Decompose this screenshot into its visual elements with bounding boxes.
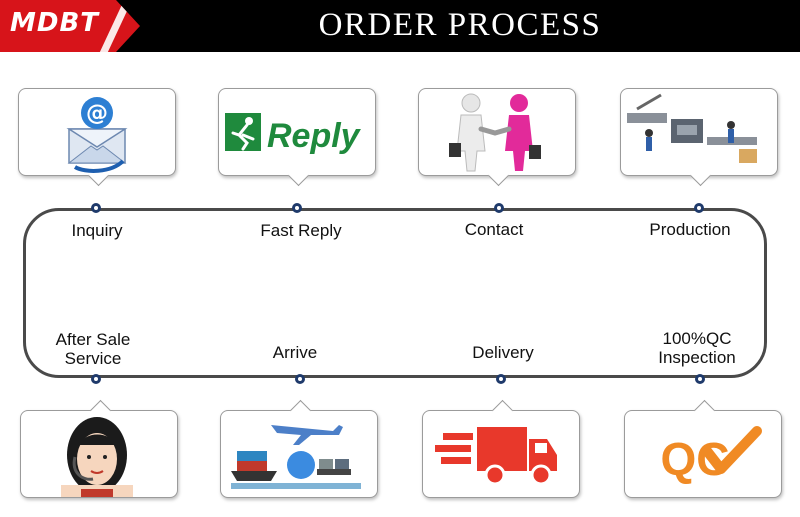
delivery-truck-icon xyxy=(423,411,579,497)
card-after-sale xyxy=(20,410,178,498)
step-label-qc: 100%QC Inspection xyxy=(622,329,772,367)
step-dot-contact xyxy=(494,203,504,213)
logo-text: MDBT xyxy=(10,8,99,38)
card-production xyxy=(620,88,778,176)
cargo-ship-plane-icon xyxy=(221,411,377,497)
brand-logo: MDBT xyxy=(0,0,140,52)
step-label-after-sale: After Sale Service xyxy=(18,330,168,368)
logo-stripe xyxy=(100,0,132,52)
step-dot-inquiry xyxy=(91,203,101,213)
card-arrive xyxy=(220,410,378,498)
reply-icon: Reply xyxy=(219,89,375,175)
step-label-production: Production xyxy=(615,220,765,239)
step-dot-after-sale xyxy=(91,374,101,384)
svg-text:@: @ xyxy=(86,101,108,126)
card-inquiry: @ xyxy=(18,88,176,176)
step-dot-qc xyxy=(695,374,705,384)
page-title: ORDER PROCESS xyxy=(160,7,760,44)
header-bar: MDBT ORDER PROCESS xyxy=(0,0,800,52)
card-fast-reply: Reply xyxy=(218,88,376,176)
handshake-icon xyxy=(419,89,575,175)
service-agent-icon xyxy=(21,411,177,497)
email-envelope-icon: @ xyxy=(19,89,175,175)
step-label-fast-reply: Fast Reply xyxy=(226,221,376,240)
reply-icon-text: Reply xyxy=(267,117,362,155)
step-dot-arrive xyxy=(295,374,305,384)
step-label-delivery: Delivery xyxy=(428,343,578,362)
step-label-contact: Contact xyxy=(419,220,569,239)
card-delivery xyxy=(422,410,580,498)
card-contact xyxy=(418,88,576,176)
step-dot-delivery xyxy=(496,374,506,384)
card-qc: QC xyxy=(624,410,782,498)
production-line-icon xyxy=(621,89,777,175)
step-label-arrive: Arrive xyxy=(220,343,370,362)
step-dot-production xyxy=(694,203,704,213)
step-dot-fast-reply xyxy=(292,203,302,213)
qc-icon: QC xyxy=(625,411,781,497)
step-label-inquiry: Inquiry xyxy=(22,221,172,240)
